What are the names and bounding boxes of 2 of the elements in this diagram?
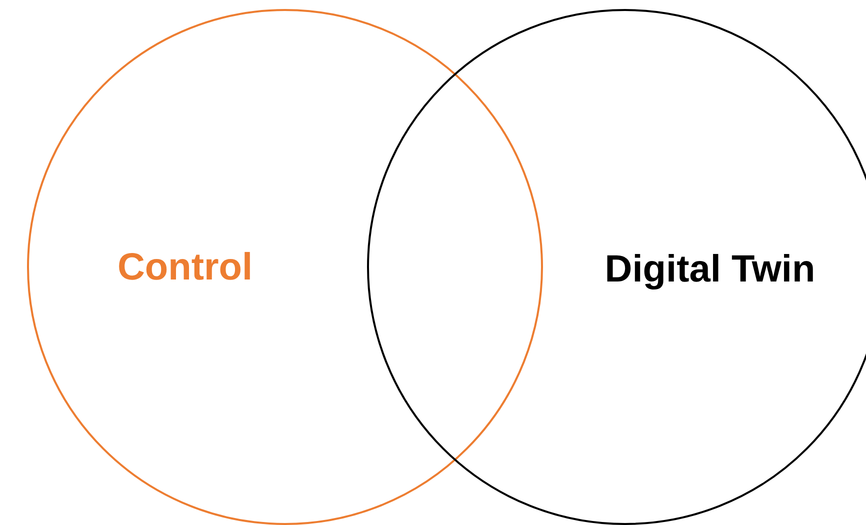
set-label: Control [117, 246, 253, 290]
set-label: Digital Twin [604, 248, 816, 292]
